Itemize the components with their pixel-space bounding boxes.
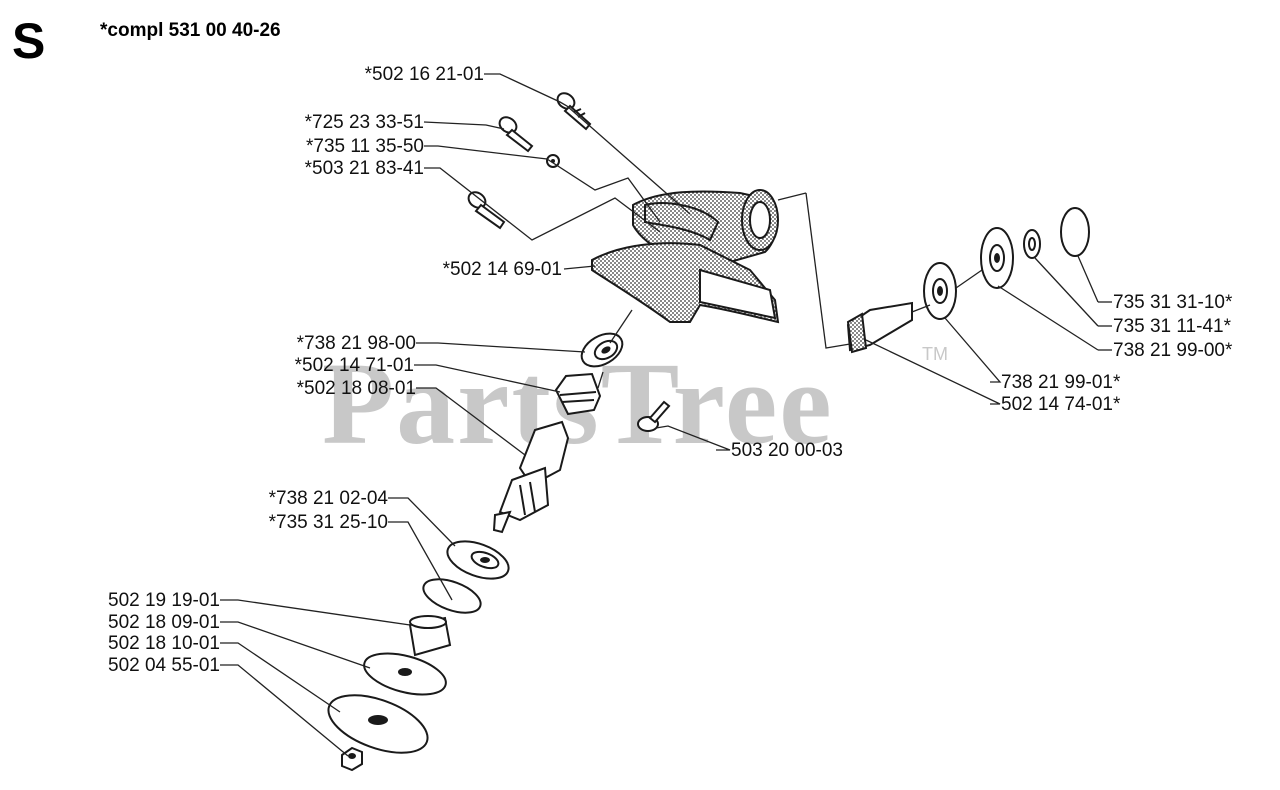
gear-502-14-71-01 [554, 372, 602, 416]
section-letter: S [12, 13, 45, 69]
watermark-trademark: TM [922, 344, 948, 364]
assembly-title: *compl 531 00 40-26 [100, 20, 281, 41]
washer-502-18-10-01 [327, 694, 429, 754]
bushing-502-19-19-01 [408, 615, 452, 657]
circlip-735-31-25-10 [422, 578, 482, 614]
part-label: 503 20 00-03 [731, 440, 843, 461]
part-label: *735 11 35-50 [306, 136, 424, 157]
bearing-738-21-99-00 [980, 227, 1014, 289]
washer-735-31-11-41 [1023, 229, 1041, 259]
bearing-738-21-02-04 [446, 540, 510, 580]
cup-502-18-09-01 [363, 652, 447, 696]
screw-503-21-83-41 [467, 191, 506, 230]
part-label: 735 31 31-10* [1113, 292, 1233, 313]
circlip-735-31-31-10 [1060, 207, 1090, 257]
labels-left: *502 16 21-01 *725 23 33-51 *735 11 35-5… [108, 64, 562, 676]
nut-502-04-55-01 [341, 746, 363, 772]
shaft-502-18-08-01 [492, 420, 570, 534]
labels-right: 735 31 31-10* 735 31 11-41* 738 21 99-00… [731, 292, 1233, 461]
part-label: 738 21 99-01* [1001, 372, 1121, 393]
bearing-738-21-98-00 [580, 332, 624, 368]
part-label: *738 21 02-04 [269, 488, 389, 509]
part-label: *502 14 71-01 [295, 355, 414, 376]
leader-lines [220, 73, 1112, 757]
part-label: 735 31 11-41* [1113, 316, 1232, 337]
part-label: *502 14 69-01 [443, 259, 562, 280]
part-label: 502 18 09-01 [108, 612, 220, 633]
part-label: *725 23 33-51 [305, 112, 424, 133]
part-label: *502 18 08-01 [297, 378, 416, 399]
part-label: 502 14 74-01* [1001, 394, 1121, 415]
screw-725-23-33-51 [498, 116, 534, 153]
part-label: 502 18 10-01 [108, 633, 220, 654]
part-label: 738 21 99-00* [1113, 340, 1233, 361]
part-label: 502 04 55-01 [108, 655, 220, 676]
part-label: *738 21 98-00 [297, 333, 416, 354]
part-label: *502 16 21-01 [365, 64, 484, 85]
part-label: *735 31 25-10 [269, 512, 388, 533]
part-label: *503 21 83-41 [305, 158, 424, 179]
washer-735-11-35-50 [546, 154, 560, 168]
part-label: 502 19 19-01 [108, 590, 220, 611]
guard-502-14-69-01 [591, 242, 780, 324]
bearing-738-21-99-01 [923, 262, 957, 320]
pinion-502-14-74-01 [846, 301, 913, 354]
screw-503-20-00-03 [637, 400, 671, 432]
screw-502-16-21-01 [556, 92, 592, 131]
